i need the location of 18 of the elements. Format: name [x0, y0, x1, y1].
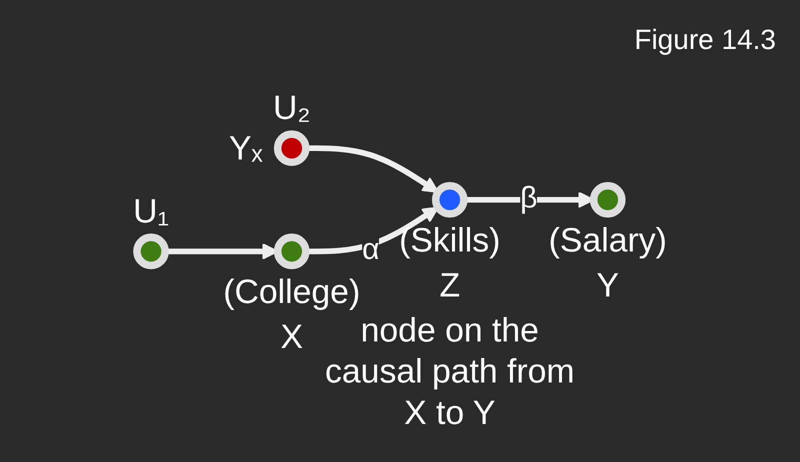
node-caption: node on the causal path from X to Y — [325, 311, 575, 432]
node-caption: U₁ — [133, 192, 169, 230]
node-caption: X — [280, 318, 303, 356]
node-circle — [133, 234, 169, 270]
node-caption: (College) — [223, 272, 360, 311]
node-caption: U₂ — [273, 89, 310, 128]
edge-label: α — [362, 234, 380, 266]
node-caption: (Skills) — [399, 221, 500, 260]
node-caption: Yₓ — [229, 129, 263, 168]
edge-label: β — [520, 182, 538, 215]
node-circle — [274, 130, 310, 166]
node-circle — [590, 182, 626, 218]
node-caption: Z — [439, 266, 460, 304]
figure-label: Figure 14.3 — [634, 24, 776, 56]
node-caption: Y — [596, 266, 620, 304]
node-circle — [432, 182, 468, 218]
node-circle — [274, 234, 310, 270]
node-caption: (Salary) — [548, 221, 667, 260]
